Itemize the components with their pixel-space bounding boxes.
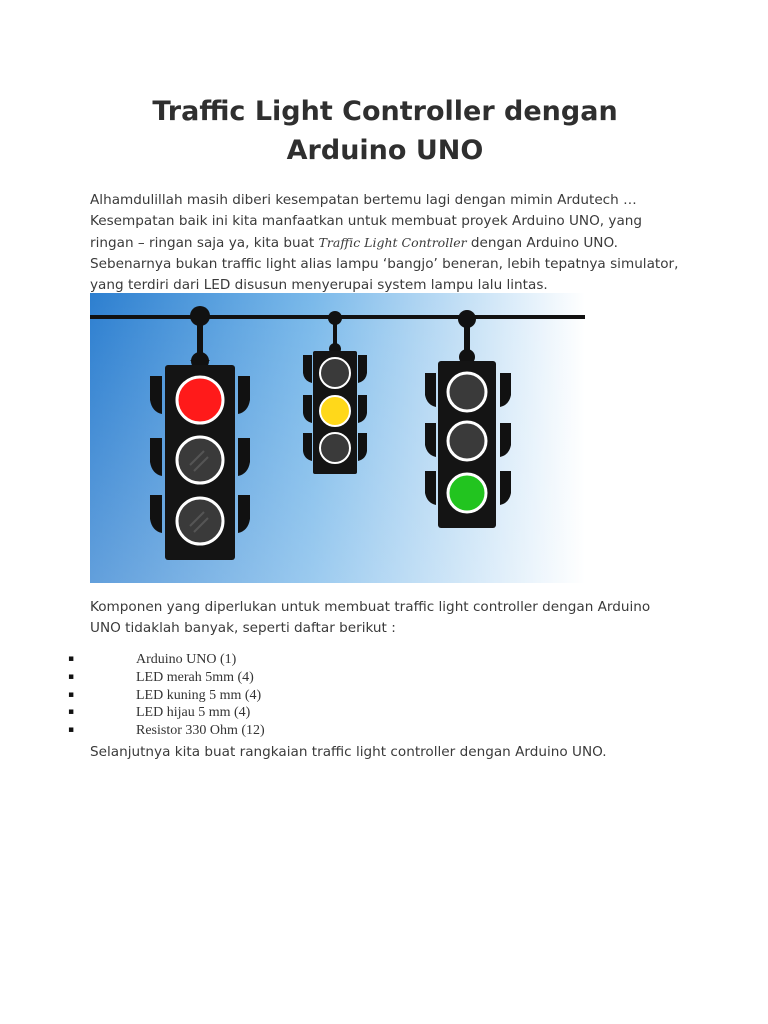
list-item: ▪Arduino UNO (1)	[68, 652, 237, 667]
green-lamp-on	[446, 472, 488, 514]
closing-paragraph: Selanjutnya kita buat rangkaian traffic …	[90, 744, 607, 760]
components-list: ▪Arduino UNO (1) ▪LED merah 5mm (4) ▪LED…	[0, 651, 700, 740]
intro-paragraph: Alhamdulillah masih diberi kesempatan be…	[90, 190, 680, 296]
intro-text-post: dengan Arduino UNO. Sebenarnya bukan tra…	[90, 235, 679, 293]
bullet-icon: ▪	[68, 707, 75, 718]
bullet-icon: ▪	[68, 671, 75, 682]
article-title: Traffic Light Controller dengan Arduino …	[152, 96, 618, 166]
intro-line1: Alhamdulillah masih diberi kesempatan be…	[90, 192, 637, 208]
traffic-light-illustration	[90, 293, 585, 583]
traffic-light-image	[90, 293, 585, 583]
bullet-icon: ▪	[68, 654, 75, 664]
yellow-lamp-on	[319, 395, 351, 427]
list-item: ▪LED hijau 5 mm (4)	[68, 705, 251, 721]
bullet-icon: ▪	[68, 689, 75, 700]
traffic-light-green	[425, 310, 511, 528]
list-item: ▪Resistor 330 Ohm (12)	[68, 723, 265, 739]
list-item: ▪LED merah 5mm (4)	[68, 669, 254, 685]
traffic-light-red	[150, 306, 250, 560]
components-intro: Komponen yang diperlukan untuk membuat t…	[90, 599, 651, 636]
traffic-light-yellow	[303, 311, 367, 474]
intro-text-pre: Kesempatan baik ini kita manfaatkan untu…	[90, 213, 643, 251]
red-lamp-on	[175, 375, 225, 425]
list-item: ▪LED kuning 5 mm (4)	[68, 687, 262, 703]
intro-italic-term: Traffic Light Controller	[318, 235, 467, 250]
bullet-icon: ▪	[68, 725, 75, 736]
